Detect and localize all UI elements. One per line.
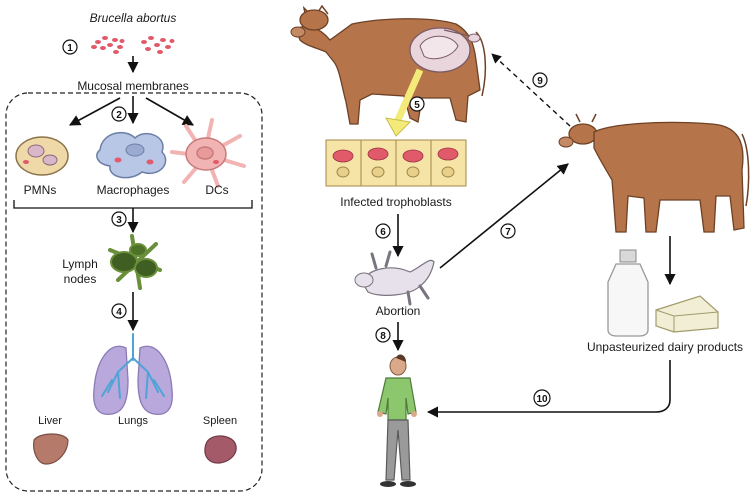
pregnant-cow-icon — [290, 4, 487, 125]
cells-bracket — [13, 200, 253, 209]
svg-text:5: 5 — [414, 100, 420, 111]
highlight-arrow-shaft — [394, 68, 424, 122]
step-3-badge: 3 — [111, 211, 127, 227]
step-5-badge: 5 — [409, 96, 425, 112]
svg-text:3: 3 — [116, 215, 122, 226]
highlight-arrow-head — [385, 117, 412, 137]
trophoblasts-label: Infected trophoblasts — [340, 195, 451, 209]
spleen-label: Spleen — [203, 415, 237, 427]
macrophage-cell-icon — [96, 131, 167, 179]
svg-text:8: 8 — [380, 331, 386, 342]
brucella-label: Brucella abortus — [90, 11, 177, 25]
bacteria-cluster-left — [91, 36, 125, 54]
step-10-badge: 10 — [533, 389, 551, 407]
svg-text:10: 10 — [536, 394, 548, 405]
lymph-label-line2: nodes — [64, 272, 97, 286]
svg-text:2: 2 — [116, 110, 122, 121]
cheese-icon — [655, 295, 719, 333]
step-1-badge: 1 — [62, 39, 78, 55]
macrophages-label: Macrophages — [97, 183, 170, 197]
lymph-label-line1: Lymph — [62, 257, 98, 271]
abortion-label: Abortion — [376, 304, 421, 318]
arrow-cow-to-cow-dashed — [491, 53, 571, 127]
arrow-dairy-to-human — [426, 360, 671, 418]
dcs-label: DCs — [205, 183, 228, 197]
lungs-icon — [93, 333, 173, 416]
arrow-mucosa-to-dcs — [145, 97, 194, 126]
dendritic-cell-icon — [170, 118, 246, 188]
lymph-node-icon — [108, 234, 162, 290]
svg-text:1: 1 — [67, 43, 73, 54]
step-8-badge: 8 — [375, 327, 391, 343]
step-7-badge: 7 — [500, 223, 516, 239]
milk-bottle-icon — [607, 249, 649, 337]
bacteria-cluster-right — [141, 36, 175, 54]
pmn-cell-icon — [15, 136, 69, 176]
step-2-badge: 2 — [111, 106, 127, 122]
arrow-mucosa-to-pmns — [69, 97, 121, 126]
svg-text:4: 4 — [116, 307, 122, 318]
trophoblast-cells — [325, 139, 467, 187]
liver-label: Liver — [38, 415, 62, 427]
spleen-icon — [204, 435, 237, 464]
liver-icon — [33, 433, 69, 465]
step-4-badge: 4 — [111, 303, 127, 319]
host-dashed-border — [5, 92, 263, 492]
lungs-label: Lungs — [118, 415, 148, 427]
human-figure-icon — [377, 354, 417, 487]
svg-text:9: 9 — [537, 76, 543, 87]
step-6-badge: 6 — [375, 223, 391, 239]
svg-text:6: 6 — [380, 227, 386, 238]
svg-text:7: 7 — [505, 227, 511, 238]
cow-icon — [558, 113, 750, 233]
mucosal-membranes-label: Mucosal membranes — [77, 79, 188, 93]
dairy-label: Unpasteurized dairy products — [587, 340, 743, 354]
arrow-abortion-to-cow — [439, 163, 569, 269]
aborted-fetus-icon — [354, 250, 435, 306]
pmns-label: PMNs — [24, 183, 57, 197]
step-9-badge: 9 — [532, 72, 548, 88]
